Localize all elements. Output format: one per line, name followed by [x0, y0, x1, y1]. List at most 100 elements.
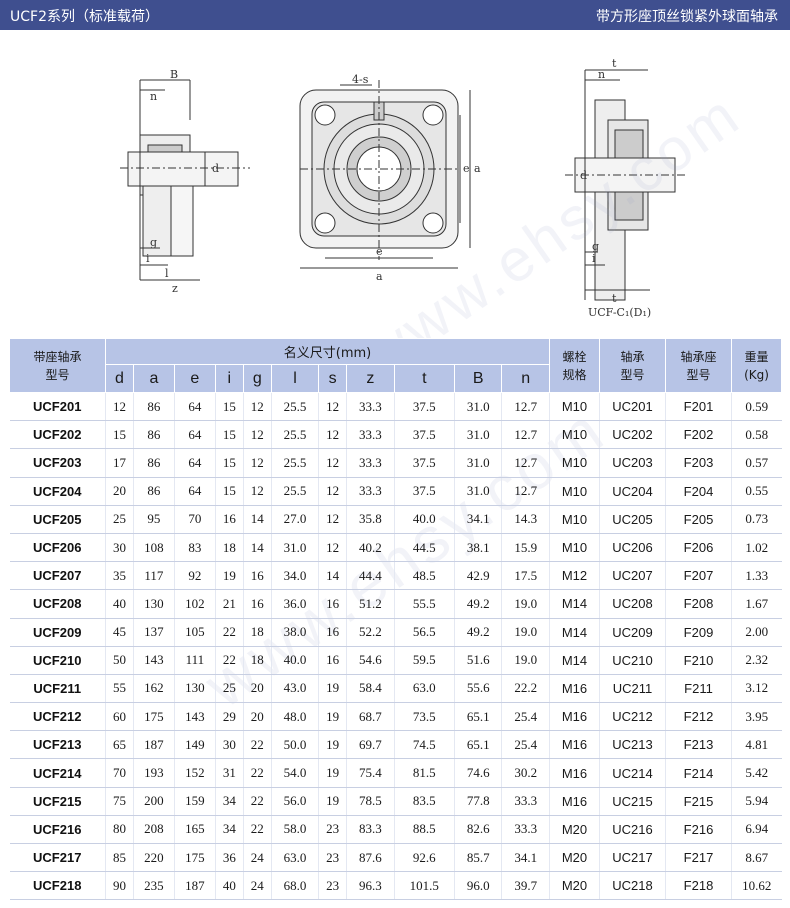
table-cell: 12	[318, 420, 347, 450]
table-cell: M10	[549, 392, 600, 422]
table-cell: UCF218	[9, 871, 106, 901]
table-cell: 101.5	[393, 871, 455, 901]
table-cell: 12	[242, 477, 272, 506]
table-cell: 48.0	[270, 702, 319, 732]
dim-header-t: t	[393, 364, 456, 393]
table-cell: 137	[132, 618, 175, 647]
table-cell: 19.0	[501, 646, 550, 675]
table-cell: 15	[214, 392, 244, 422]
table-cell: 65.1	[454, 702, 502, 732]
table-cell: 27.0	[270, 505, 319, 534]
table-cell: 36	[214, 843, 244, 873]
table-cell: 70	[173, 505, 216, 534]
label-n-right: n	[598, 68, 605, 81]
table-cell: 85	[105, 843, 134, 873]
table-cell: 33.3	[501, 787, 550, 816]
table-cell: 30.2	[501, 758, 550, 788]
dim-header-a: a	[132, 364, 175, 393]
table-cell: 88.5	[393, 815, 455, 845]
table-cell: 22	[214, 646, 244, 675]
table-cell: 12	[318, 505, 347, 534]
dim-header-B: B	[454, 364, 503, 393]
table-cell: 55.5	[393, 589, 455, 619]
dim-header-e: e	[173, 364, 216, 393]
side-view-right	[565, 69, 685, 301]
table-cell: 143	[173, 702, 216, 732]
table-cell: 25.5	[270, 477, 319, 506]
table-cell: UCF203	[9, 448, 106, 478]
table-cell: 54.6	[346, 646, 395, 675]
label-e-right: e	[463, 162, 470, 175]
table-cell: UCF202	[9, 420, 106, 450]
table-cell: 152	[173, 758, 216, 788]
table-cell: 35	[105, 561, 134, 591]
table-cell: UC201	[599, 392, 666, 422]
table-cell: 12	[318, 533, 347, 563]
table-cell: 25	[105, 505, 134, 534]
table-cell: 235	[132, 871, 175, 901]
table-cell: M10	[549, 533, 600, 563]
table-cell: 16	[214, 505, 244, 534]
table-cell: 82.6	[454, 815, 502, 845]
label-t-bottom: t	[612, 292, 617, 305]
table-cell: 96.0	[454, 871, 502, 901]
table-cell: 12	[105, 392, 134, 422]
product-title: 带方形座顶丝锁紧外球面轴承	[596, 9, 778, 25]
table-cell: 18	[214, 533, 244, 563]
table-cell: F205	[665, 505, 732, 534]
table-cell: UC204	[599, 477, 666, 506]
technical-drawings: B n d g i l z 4-s e a a e t n d g i t	[0, 40, 790, 330]
table-cell: UC218	[599, 871, 666, 901]
table-cell: 29	[214, 702, 244, 732]
table-cell: 220	[132, 843, 175, 873]
table-cell: UCF201	[9, 392, 106, 422]
table-cell: 10.62	[731, 871, 782, 901]
table-cell: 59.5	[393, 646, 455, 675]
table-cell: 78.5	[346, 787, 395, 816]
table-cell: 86	[132, 448, 175, 478]
table-cell: 65	[105, 730, 134, 760]
table-cell: 18	[242, 618, 272, 647]
table-cell: 19	[318, 674, 347, 704]
table-cell: 69.7	[346, 730, 395, 760]
table-cell: 14	[242, 505, 272, 534]
table-cell: 55	[105, 674, 134, 704]
table-cell: UC206	[599, 533, 666, 563]
table-cell: UCF206	[9, 533, 106, 563]
table-cell: 37.5	[393, 448, 455, 478]
dim-header-z: z	[346, 364, 395, 393]
table-cell: 70	[105, 758, 134, 788]
table-cell: 12.7	[501, 420, 550, 450]
table-cell: F212	[665, 702, 732, 732]
table-cell: M16	[549, 702, 600, 732]
table-cell: UC202	[599, 420, 666, 450]
table-cell: 42.9	[454, 561, 502, 591]
table-cell: 5.42	[731, 758, 782, 788]
table-cell: 33.3	[346, 477, 395, 506]
front-view	[299, 80, 471, 269]
table-cell: 149	[173, 730, 216, 760]
table-cell: 143	[132, 646, 175, 675]
table-cell: 16	[318, 618, 347, 647]
table-cell: 15	[214, 448, 244, 478]
table-cell: 96.3	[346, 871, 395, 901]
table-cell: 49.2	[454, 589, 502, 619]
table-cell: 31.0	[454, 392, 502, 422]
table-cell: 25.4	[501, 702, 550, 732]
table-cell: 12	[318, 392, 347, 422]
table-cell: 1.02	[731, 533, 782, 563]
dim-header-l: l	[270, 364, 320, 393]
table-cell: 64	[173, 448, 216, 478]
table-cell: 64	[173, 477, 216, 506]
table-cell: 130	[132, 589, 175, 619]
table-cell: 12	[318, 477, 347, 506]
table-cell: UCF212	[9, 702, 106, 732]
table-cell: 15.9	[501, 533, 550, 563]
table-cell: 54.0	[270, 758, 319, 788]
table-cell: 12.7	[501, 392, 550, 422]
table-cell: F214	[665, 758, 732, 788]
